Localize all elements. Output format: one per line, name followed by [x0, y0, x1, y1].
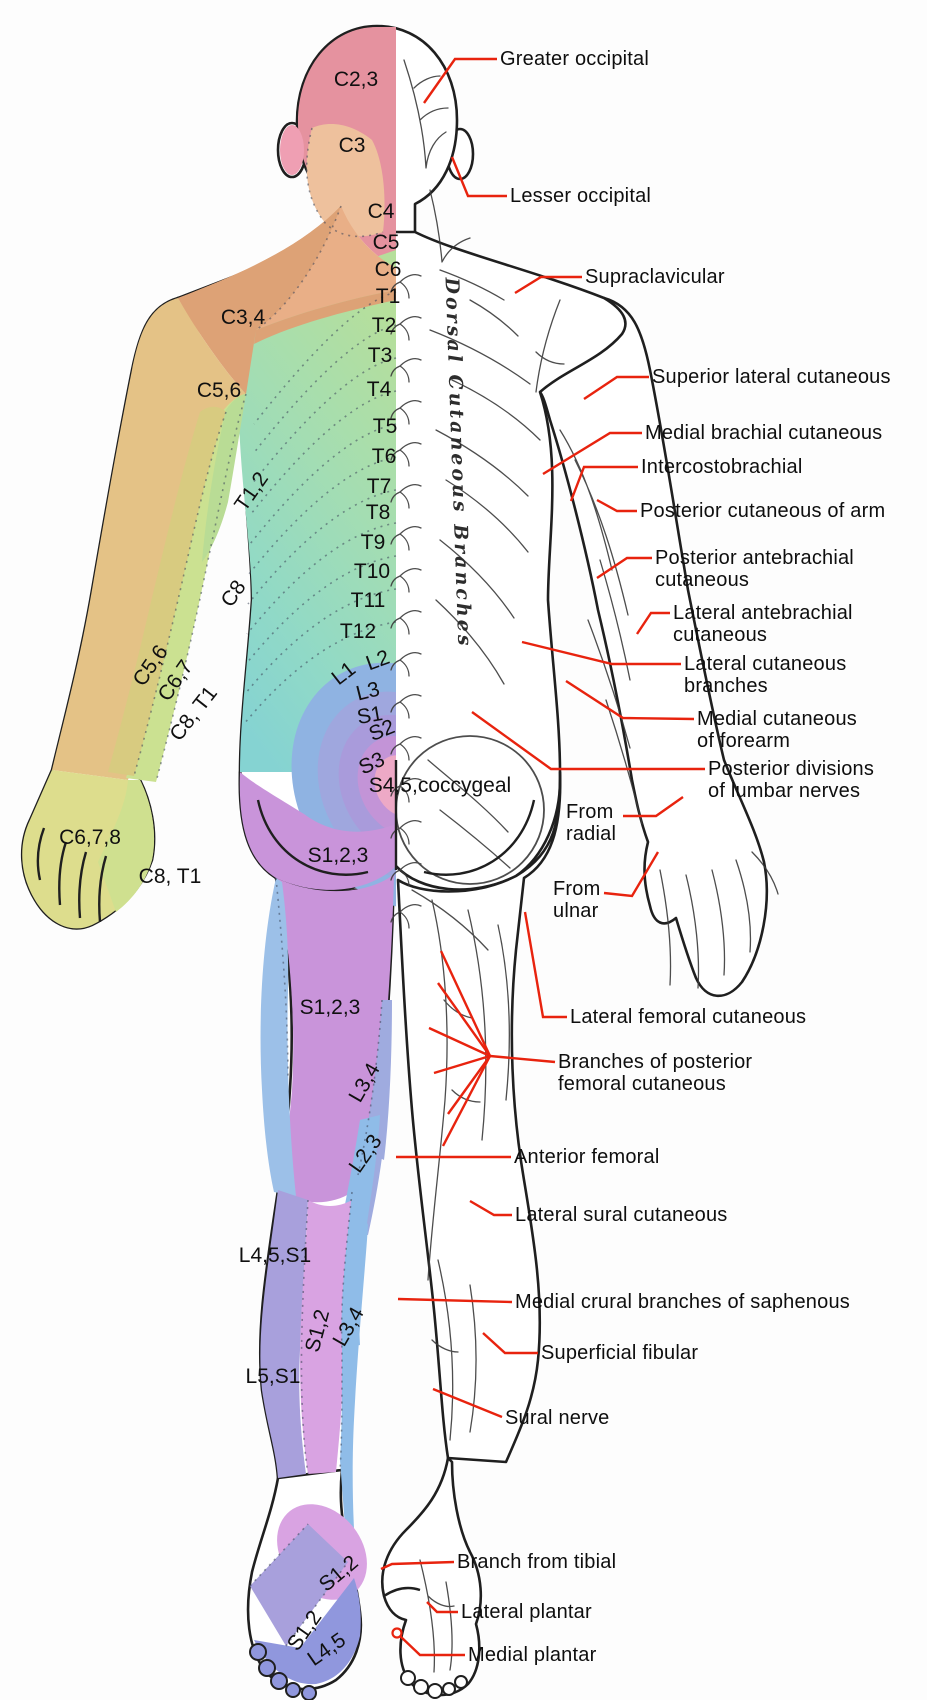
leader-line: [596, 556, 652, 579]
region-thigh-lateral-blue: [260, 878, 296, 1196]
leader-line: [426, 1601, 458, 1614]
leader-line: [542, 431, 642, 476]
leader-line: [441, 1055, 492, 1147]
region-s12-foot-band: [250, 1524, 348, 1646]
leader-line: [514, 275, 582, 295]
body-creases: [36, 760, 536, 1598]
right-arm: [538, 296, 769, 998]
leader-line: [583, 375, 649, 400]
region-c3-ear: [280, 125, 304, 175]
band-arc: [249, 423, 397, 545]
region-c3-patch: [306, 124, 385, 237]
region-buttock-s123: [239, 772, 396, 890]
spinal-twig: [390, 778, 422, 803]
spinal-twig: [390, 358, 422, 383]
region-l34-calf: [340, 1192, 368, 1560]
spinal-twig: [390, 316, 422, 341]
spinal-twig: [390, 442, 422, 467]
leader-line: [569, 465, 638, 502]
spinal-twig: [390, 484, 422, 509]
leader-line: [399, 1635, 465, 1657]
region-l45s1-calf: [260, 1190, 308, 1478]
region-c34-deltoid: [178, 206, 341, 356]
toes: [400, 1670, 468, 1699]
leader-line: [380, 1560, 455, 1571]
band-arc: [253, 291, 397, 425]
region-c56-arm: [52, 298, 246, 780]
dotted-separators: [133, 127, 397, 1647]
leader-line: [489, 1054, 556, 1064]
spinal-twig: [390, 904, 422, 929]
band-arc: [251, 357, 397, 485]
region-s12-calf: [300, 1200, 352, 1474]
region-c8t1-hand: [98, 780, 155, 912]
region-c23-neck: [341, 206, 396, 268]
dermatome-regions: [22, 27, 396, 1685]
leader-line: [596, 498, 637, 513]
leader-line: [636, 611, 670, 635]
right-leg: [396, 770, 562, 1464]
leader-dot: [391, 1627, 403, 1639]
left-toes: [249, 1643, 317, 1700]
band-arc: [247, 489, 397, 605]
leader-line: [471, 711, 705, 771]
leader-line: [428, 1026, 491, 1058]
leader-line: [482, 1332, 538, 1355]
band-arc: [250, 390, 397, 515]
region-l34-knee: [340, 1000, 392, 1235]
leader-line: [432, 1387, 503, 1419]
spinal-twig: [390, 736, 422, 761]
spinal-twig: [390, 694, 422, 719]
leader-lines: [380, 57, 705, 1657]
leader-line: [603, 851, 660, 898]
spinal-twig: [390, 568, 422, 593]
right-foot: [380, 1456, 483, 1697]
leader-line: [439, 950, 492, 1057]
spinal-twig: [390, 610, 422, 635]
region-back-thoracic: [238, 250, 396, 772]
spinal-twig: [390, 274, 422, 299]
spinal-twig: [390, 526, 422, 551]
region-c67-strip: [108, 406, 226, 776]
leader-line: [397, 1297, 513, 1304]
leader-line: [565, 679, 695, 721]
spinal-twig: [390, 652, 422, 677]
leader-line: [521, 640, 681, 666]
leader-line: [447, 1055, 491, 1115]
leader-line: [433, 1054, 491, 1075]
leader-line: [423, 57, 497, 104]
leader-line: [450, 156, 507, 198]
nerve-twigs: [390, 59, 779, 1673]
leader-line: [469, 1199, 512, 1217]
leader-line: [623, 796, 684, 818]
region-c456-neckband: [256, 206, 396, 330]
region-l45-toes: [254, 1578, 361, 1685]
leader-line: [437, 982, 491, 1057]
spinal-twig: [390, 400, 422, 425]
band-arc: [248, 456, 397, 575]
leader-line: [523, 911, 567, 1019]
